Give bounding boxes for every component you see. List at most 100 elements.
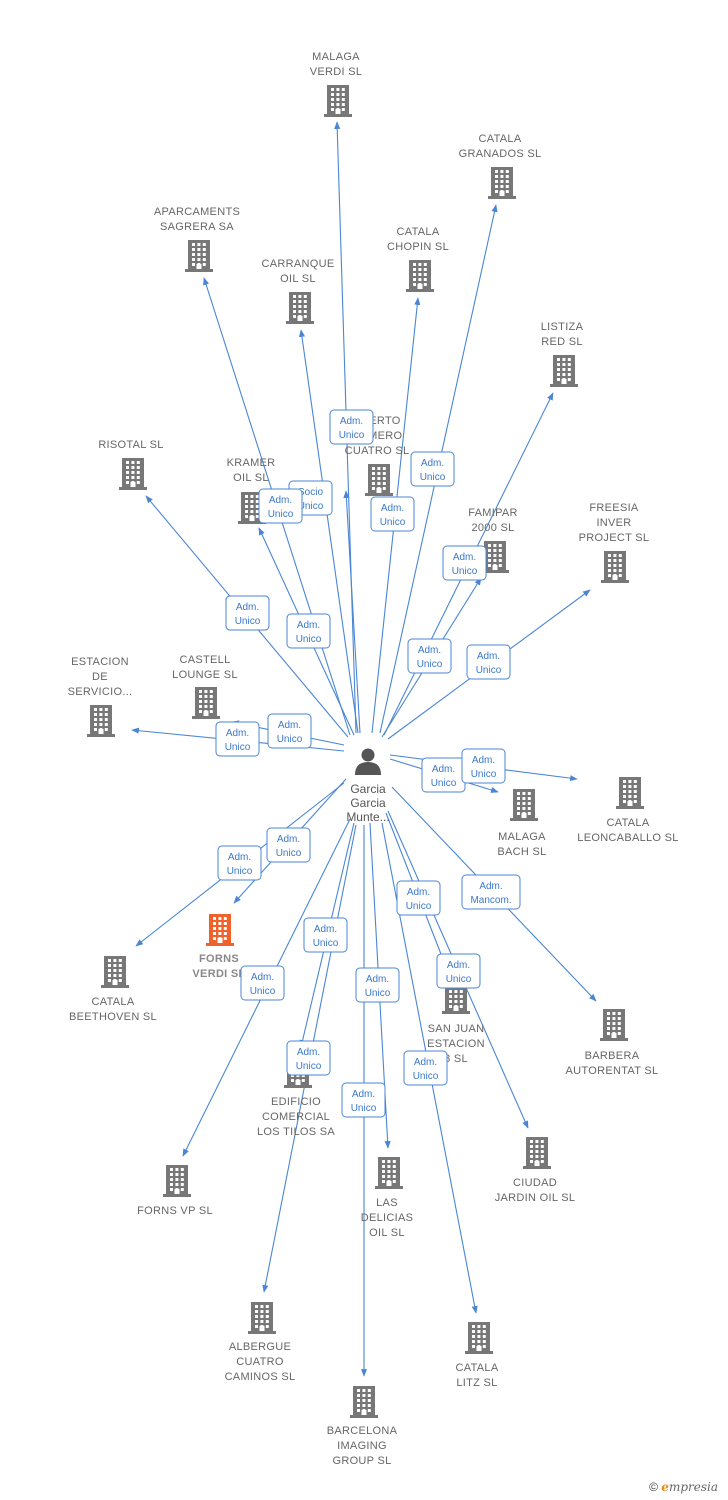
company-label: ESTACION	[427, 1038, 485, 1050]
edge-label-barcelona-imaging[interactable]: Adm.Unico	[341, 1082, 386, 1118]
company-label: LAS	[376, 1197, 398, 1209]
edge-label-edificio-comercial[interactable]: Adm.Unico	[286, 1040, 331, 1076]
edge-label-carranque-oil[interactable]: Adm.Unico	[286, 613, 331, 649]
edge-label-forns-verdi[interactable]: Adm.Unico	[266, 827, 311, 863]
company-node-catala-chopin[interactable]: CATALA CHOPIN SL	[387, 226, 449, 292]
edge-label-text: Adm.	[297, 1047, 320, 1058]
company-node-estacion-servicio[interactable]: ESTACIONDESERVICIO...	[68, 656, 133, 737]
edge-label-catala-leoncaballo[interactable]: Adm.Unico	[461, 748, 506, 784]
edge-label-text: Adm.	[407, 887, 430, 898]
edge-label-risotal[interactable]: Adm.Unico	[225, 595, 270, 631]
edge-label-catala-litz[interactable]: Adm.Unico	[403, 1050, 448, 1086]
building-icon	[616, 777, 644, 809]
company-label: SAGRERA SA	[160, 221, 234, 233]
edge-label-text: Único	[298, 499, 324, 512]
company-label: 8 SL	[444, 1053, 468, 1065]
edge-label-las-delicias-oil[interactable]: Adm.Unico	[355, 967, 400, 1003]
edge-label-text: Unico	[420, 472, 446, 483]
edge-label-kramer-oil[interactable]: Adm.Unico	[258, 488, 303, 524]
edge-label-estacion-servicio[interactable]: Adm.Unico	[215, 721, 260, 757]
company-label: CASTELL	[179, 654, 230, 666]
edge-label-catala-chopin[interactable]: Adm. Unico	[370, 496, 415, 532]
building-icon	[163, 1165, 191, 1197]
empresia-logo[interactable]: empresia	[661, 1480, 718, 1494]
company-node-castell-lounge[interactable]: CASTELL LOUNGE SL	[172, 654, 238, 719]
edge-label-barbera-autorentat[interactable]: Adm.Mancom.	[461, 874, 521, 910]
edge-label-text: Adm.	[477, 651, 500, 662]
edge-label-text: Unico	[227, 866, 253, 877]
edge-label-text: Adm.	[414, 1057, 437, 1068]
company-label: FREESIA	[589, 502, 639, 514]
company-label: CHOPIN SL	[387, 241, 449, 253]
company-label: BEETHOVEN SL	[69, 1011, 157, 1023]
edge-label-albergue-cuatro-caminos[interactable]: Adm.Unico	[303, 917, 348, 953]
edge-label-text: Unico	[452, 566, 478, 577]
edge-label-listiza-red[interactable]: Adm.Unico	[407, 638, 452, 674]
edge-label-text: Adm.	[418, 645, 441, 656]
center-person[interactable]: GarciaGarciaMunte...	[346, 748, 390, 825]
edge-label-famipar-2000[interactable]: Adm.Unico	[442, 545, 487, 581]
edge-label-text: Adm.	[228, 852, 251, 863]
edge-label-catala-granados[interactable]: Adm.Unico	[410, 451, 455, 487]
building-icon	[375, 1157, 403, 1189]
building-icon	[481, 541, 509, 573]
edge-line-carranque-oil	[298, 329, 359, 734]
edge-label-castell-lounge[interactable]: Adm.Unico	[267, 713, 312, 749]
edge-label-text: Adm.	[366, 974, 389, 985]
building-icon	[350, 1386, 378, 1418]
edge-label-text: Adm.	[381, 503, 404, 514]
edge-label-text: Unico	[235, 616, 261, 627]
building-icon	[119, 458, 147, 490]
edge-label-text: Adm.	[278, 720, 301, 731]
company-label: LOUNGE SL	[172, 669, 238, 681]
company-label: FORNS	[199, 953, 239, 965]
edge-label-text: Unico	[380, 517, 406, 528]
company-label: PROJECT SL	[579, 532, 650, 544]
edge-label-text: Adm.	[432, 764, 455, 775]
building-icon	[185, 240, 213, 272]
building-icon	[324, 85, 352, 117]
copyright-icon: ©	[649, 1480, 658, 1494]
company-label: OIL SL	[233, 472, 269, 484]
edge-label-text: Unico	[339, 430, 365, 441]
edge-label-text: Adm.	[340, 416, 363, 427]
company-node-forns-vp[interactable]: FORNS VP SL	[137, 1165, 213, 1217]
company-label: CATALA	[607, 817, 650, 829]
edge-label-forns-vp[interactable]: Adm.Unico	[240, 965, 285, 1001]
edge-label-freesia-inver[interactable]: Adm.Unico	[466, 644, 511, 680]
company-label: CATALA	[456, 1362, 499, 1374]
company-node-risotal[interactable]: RISOTAL SL	[98, 439, 163, 490]
edge-label-san-juan-estacion[interactable]: Adm.Unico	[436, 953, 481, 989]
edge-label-catala-beethoven[interactable]: Adm. Unico	[217, 845, 262, 881]
edge-label-text: Adm.	[277, 834, 300, 845]
edge-label-text: Adm.	[472, 755, 495, 766]
edge-label-text: Socio	[298, 487, 323, 498]
company-label: CATALA	[397, 226, 440, 238]
footer-brand: © empresia	[649, 1480, 718, 1494]
edge-label-ciudad-jardin-oil[interactable]: Adm.Unico	[396, 880, 441, 916]
company-label: LISTIZA	[541, 321, 584, 333]
edge-label-malaga-verdi[interactable]: Adm. Unico	[329, 409, 374, 445]
edge-label-malaga-bach[interactable]: Adm.Unico	[421, 757, 466, 793]
